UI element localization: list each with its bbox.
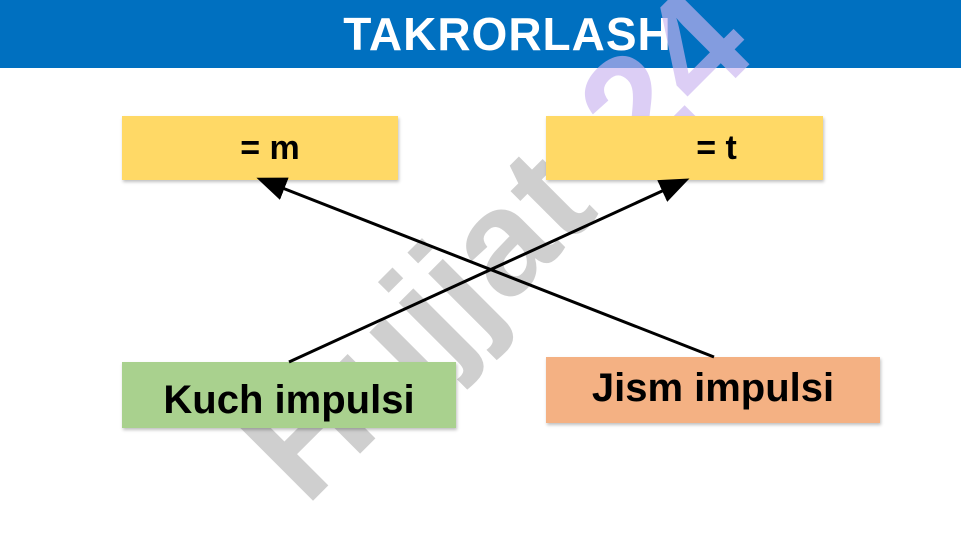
page-title: TAKRORLASH	[343, 8, 672, 60]
body-impulse-label: Jism impulsi	[591, 365, 835, 410]
time-label: = t	[696, 128, 737, 167]
force-impulse-label: Kuch impulsi	[163, 377, 415, 422]
arrow-kuch-to-t	[288, 178, 690, 364]
arrow-jism-to-m	[256, 177, 715, 359]
body-impulse-box: Jism impulsi	[546, 357, 880, 423]
header-bar: TAKRORLASH	[0, 0, 961, 68]
mass-label: = m	[240, 128, 300, 167]
force-impulse-box: Kuch impulsi	[122, 362, 456, 428]
mass-box: = m	[122, 116, 398, 180]
time-box: = t	[546, 116, 823, 180]
